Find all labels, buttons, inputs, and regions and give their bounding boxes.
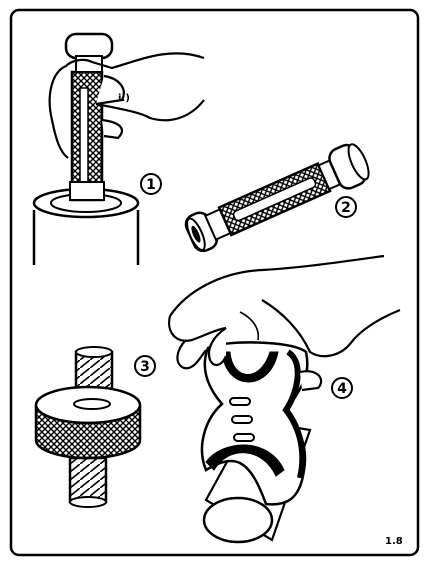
- panel-number-2: 2: [341, 200, 351, 216]
- snap-gauge-on-shaft-icon: 4: [168, 254, 401, 544]
- plug-gauge-icon: 2: [184, 143, 370, 253]
- svg-text:i:): i:): [118, 93, 130, 104]
- figure-label: 1.8: [385, 536, 403, 547]
- threaded-knurled-stud-icon: 3: [34, 346, 156, 508]
- gauge-in-bore-icon: i:) 1: [32, 32, 205, 265]
- panel-number-3: 3: [140, 359, 150, 375]
- panel-number-4: 4: [337, 381, 347, 397]
- figure-frame: [9, 8, 420, 557]
- panel-number-1: 1: [146, 177, 156, 193]
